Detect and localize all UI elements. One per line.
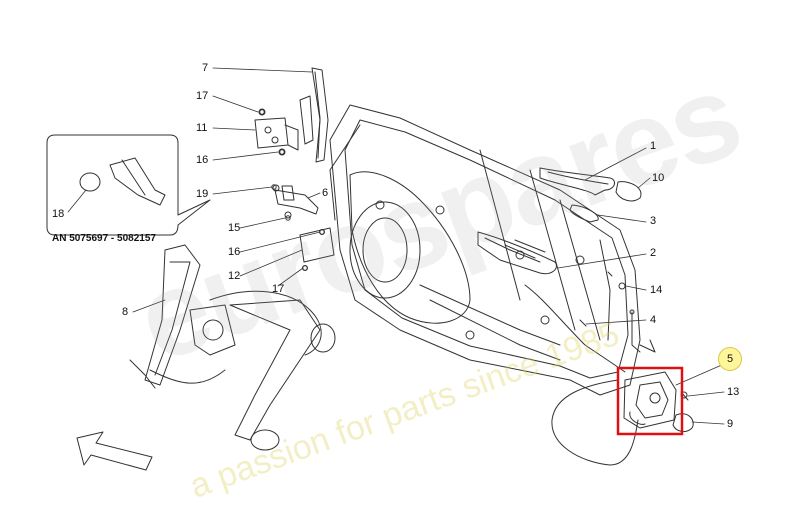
part-14-screw [607, 271, 626, 290]
part-17-screw-lower [302, 265, 308, 271]
part-12-bracket [299, 227, 335, 271]
part-16-bolt-upper [279, 149, 285, 155]
callout-16-upper[interactable]: 16 [196, 154, 209, 166]
callout-13[interactable]: 13 [727, 386, 740, 398]
part-1-outer-handle [539, 167, 616, 196]
highlight-badge [718, 347, 742, 371]
callout-1[interactable]: 1 [650, 140, 657, 152]
part-5-door-latch [623, 371, 677, 429]
callout-6[interactable]: 6 [322, 187, 329, 199]
callout-2[interactable]: 2 [650, 247, 657, 259]
inset-door-check-kit [46, 134, 211, 236]
part-11-hinge [254, 108, 299, 156]
part-9-cap [672, 413, 694, 433]
part-16-bolt-lower [319, 229, 325, 235]
callout-9[interactable]: 9 [727, 418, 734, 430]
callout-19[interactable]: 19 [196, 188, 209, 200]
callout-4[interactable]: 4 [650, 314, 657, 326]
direction-arrow [76, 431, 153, 471]
part-6-door-check [272, 184, 319, 219]
part-2-inner-mechanism [477, 231, 557, 275]
callout-16-lower[interactable]: 16 [228, 246, 241, 258]
door-panel [329, 104, 641, 396]
callout-11[interactable]: 11 [196, 122, 208, 134]
part-10-handle-cap [615, 181, 642, 202]
callout-15[interactable]: 15 [228, 222, 241, 234]
callout-14[interactable]: 14 [650, 284, 663, 296]
callout-7[interactable]: 7 [202, 62, 209, 74]
callout-17-lower[interactable]: 17 [272, 283, 285, 295]
part-15-screw [285, 215, 291, 221]
latch-cable [524, 284, 656, 466]
leader-lines [67, 67, 725, 425]
callout-17-upper[interactable]: 17 [196, 90, 209, 102]
callout-12[interactable]: 12 [228, 270, 241, 282]
part-3-gasket [569, 204, 599, 223]
part-8-window-regulator [129, 244, 336, 451]
part-7-seal-strip [299, 67, 329, 163]
part-4-rod [629, 309, 641, 353]
highlight-box [616, 366, 684, 436]
inset-caption: AN 5075697 - 5082157 [52, 233, 156, 244]
part-17-screw-upper [259, 109, 265, 115]
callout-5[interactable]: 5 [727, 353, 734, 365]
callout-10[interactable]: 10 [652, 172, 665, 184]
callout-18[interactable]: 18 [52, 208, 65, 220]
callout-8[interactable]: 8 [122, 306, 129, 318]
callout-3[interactable]: 3 [650, 215, 657, 227]
